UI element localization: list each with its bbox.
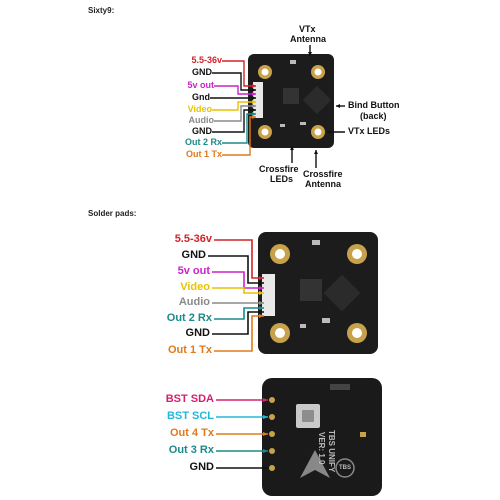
mid-label-gnd-2: GND bbox=[185, 327, 210, 339]
top-label-out-2-rx: Out 2 Rx bbox=[184, 137, 222, 147]
section-title-solder-pads: Solder pads: bbox=[88, 209, 137, 218]
section-title-sixty9: Sixty9: bbox=[88, 6, 115, 15]
mid-label-out-2-rx: Out 2 Rx bbox=[166, 312, 212, 324]
top-label-vtx-antenna-2: Antenna bbox=[290, 34, 326, 44]
bottom-label-bst-scl: BST SCL bbox=[166, 410, 214, 422]
top-label-crossfire-antenna-1: Crossfire bbox=[303, 169, 343, 179]
top-label-crossfire-leds-2: LEDs bbox=[270, 174, 294, 184]
bottom-label-bst-sda: BST SDA bbox=[165, 393, 214, 405]
bottom-label-out-4-tx: Out 4 Tx bbox=[169, 427, 214, 439]
top-label-vtx-leds: VTx LEDs bbox=[348, 126, 391, 136]
top-label-out-1-tx: Out 1 Tx bbox=[185, 149, 222, 159]
bottom-board bbox=[262, 378, 382, 496]
mid-label-audio: Audio bbox=[178, 296, 210, 308]
top-label-gnd-3: GND bbox=[192, 126, 212, 136]
mid-label-out-1-tx: Out 1 Tx bbox=[167, 344, 212, 356]
top-label-audio: Audio bbox=[188, 115, 215, 125]
mid-label-gnd-1: GND bbox=[181, 249, 206, 261]
top-label-5v-out: 5v out bbox=[187, 80, 214, 90]
board-logo-text: TBS bbox=[339, 465, 351, 471]
bottom-label-gnd: GND bbox=[189, 461, 214, 473]
top-label-crossfire-antenna-2: Antenna bbox=[305, 179, 341, 189]
board-silk-unify: TBS UNIFY bbox=[327, 430, 336, 473]
top-label-gnd-2: Gnd bbox=[192, 92, 210, 102]
top-label-5-5-36v: 5.5-36v bbox=[191, 55, 222, 65]
top-label-bind-button-1: Bind Button bbox=[348, 100, 400, 110]
top-label-video: Video bbox=[187, 104, 212, 114]
top-board bbox=[248, 54, 334, 148]
top-label-gnd-1: GND bbox=[192, 67, 212, 77]
mid-label-video: Video bbox=[180, 281, 210, 293]
top-label-bind-button-2: (back) bbox=[360, 111, 387, 121]
tbs-logo-graphic bbox=[300, 450, 355, 478]
top-label-crossfire-leds-1: Crossfire bbox=[259, 164, 299, 174]
mid-label-5v-out: 5v out bbox=[177, 265, 210, 277]
middle-board bbox=[258, 232, 378, 354]
bottom-label-out-3-rx: Out 3 Rx bbox=[168, 444, 214, 456]
top-label-vtx-antenna-1: VTx bbox=[299, 24, 316, 34]
mid-label-5-5-36v: 5.5-36v bbox=[174, 233, 212, 245]
board-silk-version: VER: 1.0 bbox=[317, 432, 326, 465]
